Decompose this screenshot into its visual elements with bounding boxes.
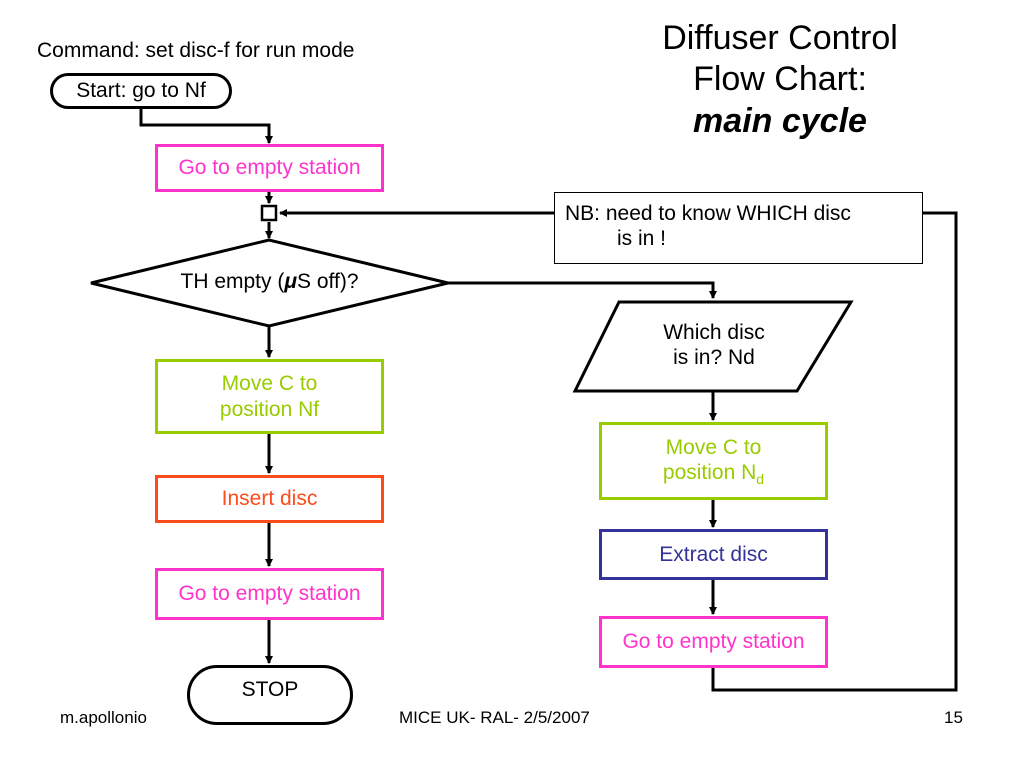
decision-label-post: S off)? [297, 270, 359, 293]
note-line1: NB: need to know WHICH disc [565, 202, 851, 225]
move-c-nd-line2: position N [662, 460, 757, 484]
insert-disc-label: Insert disc [221, 487, 318, 511]
junction-node [260, 204, 278, 222]
note-line2: is in ! [617, 227, 667, 251]
start-label: Start: go to Nf [76, 79, 206, 103]
start-terminator: Start: go to Nf [50, 73, 232, 109]
move-c-nf-line1: Move C to [221, 372, 318, 396]
decision-label-pre: TH empty ( [180, 270, 285, 293]
decision-label: TH empty (μS off)? [91, 270, 448, 294]
title-line-1: Diffuser Control [662, 19, 898, 57]
footer-center: MICE UK- RAL- 2/5/2007 [399, 708, 590, 727]
goto-empty-station-1: Go to empty station [155, 144, 384, 192]
which-disc-parallelogram [572, 300, 854, 393]
goto-empty-station-2-label: Go to empty station [178, 582, 361, 606]
goto-empty-station-2: Go to empty station [155, 568, 384, 620]
move-c-nd-line1: Move C to [665, 435, 762, 459]
footer-page-number: 15 [944, 708, 963, 727]
extract-disc-label: Extract disc [659, 542, 768, 566]
move-c-nd-box: Move C to position Nd [599, 422, 828, 500]
connector-decision-which [448, 281, 717, 299]
decision-diamond [90, 238, 449, 328]
extract-disc-box: Extract disc [599, 529, 828, 580]
goto-empty-station-1-label: Go to empty station [178, 156, 361, 180]
footer-author: m.apollonio [60, 708, 147, 727]
goto-empty-station-3: Go to empty station [599, 616, 828, 668]
goto-empty-station-3-label: Go to empty station [622, 630, 805, 654]
move-c-nd-subscript: d [756, 470, 765, 487]
connector-start [139, 108, 273, 144]
which-disc-label: Which disc is in? Nd [600, 320, 828, 370]
stop-label: STOP [241, 678, 299, 702]
slide-title: Diffuser Control Flow Chart: main cycle [610, 18, 950, 142]
note-box: NB: need to know WHICH disc is in ! [554, 192, 923, 264]
move-c-nf-line2: position Nf [219, 397, 320, 421]
title-line-3: main cycle [693, 101, 867, 140]
insert-disc-box: Insert disc [155, 475, 384, 523]
decision-label-mu: μ [284, 270, 298, 293]
which-disc-line2: is in? Nd [673, 346, 755, 370]
which-disc-line1: Which disc [663, 321, 765, 344]
title-line-2: Flow Chart: [693, 60, 867, 99]
command-label: Command: set disc-f for run mode [37, 39, 355, 62]
move-c-nf-box: Move C to position Nf [155, 359, 384, 434]
stop-terminator: STOP [187, 665, 353, 725]
